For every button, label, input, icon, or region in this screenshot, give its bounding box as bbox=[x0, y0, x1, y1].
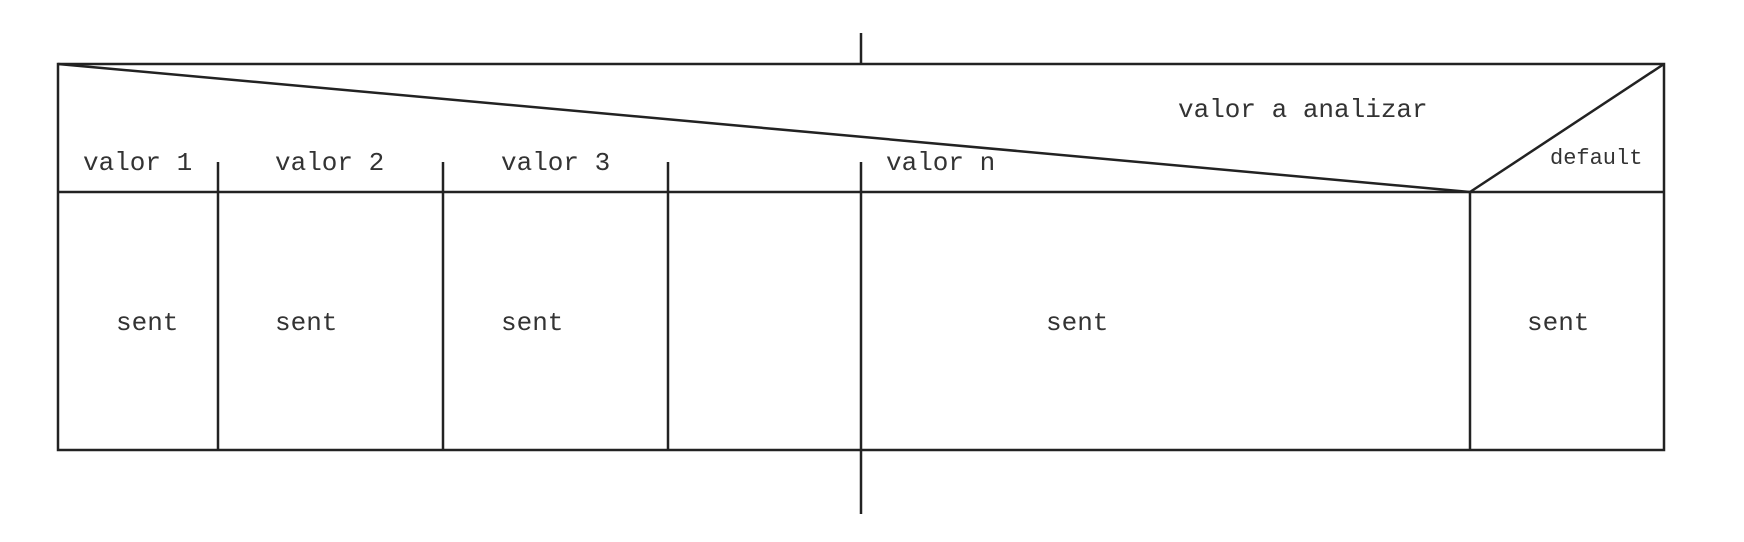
default-body: sent bbox=[1527, 308, 1589, 338]
selector-diagonal bbox=[57, 62, 1471, 194]
case-body-3: sent bbox=[501, 308, 563, 338]
case-label-n: valor n bbox=[886, 148, 995, 178]
case-body-1: sent bbox=[116, 308, 178, 338]
case-label-3: valor 3 bbox=[501, 148, 610, 178]
case-label-2: valor 2 bbox=[275, 148, 384, 178]
case-body-n: sent bbox=[1046, 308, 1108, 338]
default-label: default bbox=[1550, 146, 1642, 171]
case-label-1: valor 1 bbox=[83, 148, 192, 178]
selector-label: valor a analizar bbox=[1178, 95, 1428, 125]
case-body-2: sent bbox=[275, 308, 337, 338]
default-diagonal bbox=[1469, 62, 1665, 194]
